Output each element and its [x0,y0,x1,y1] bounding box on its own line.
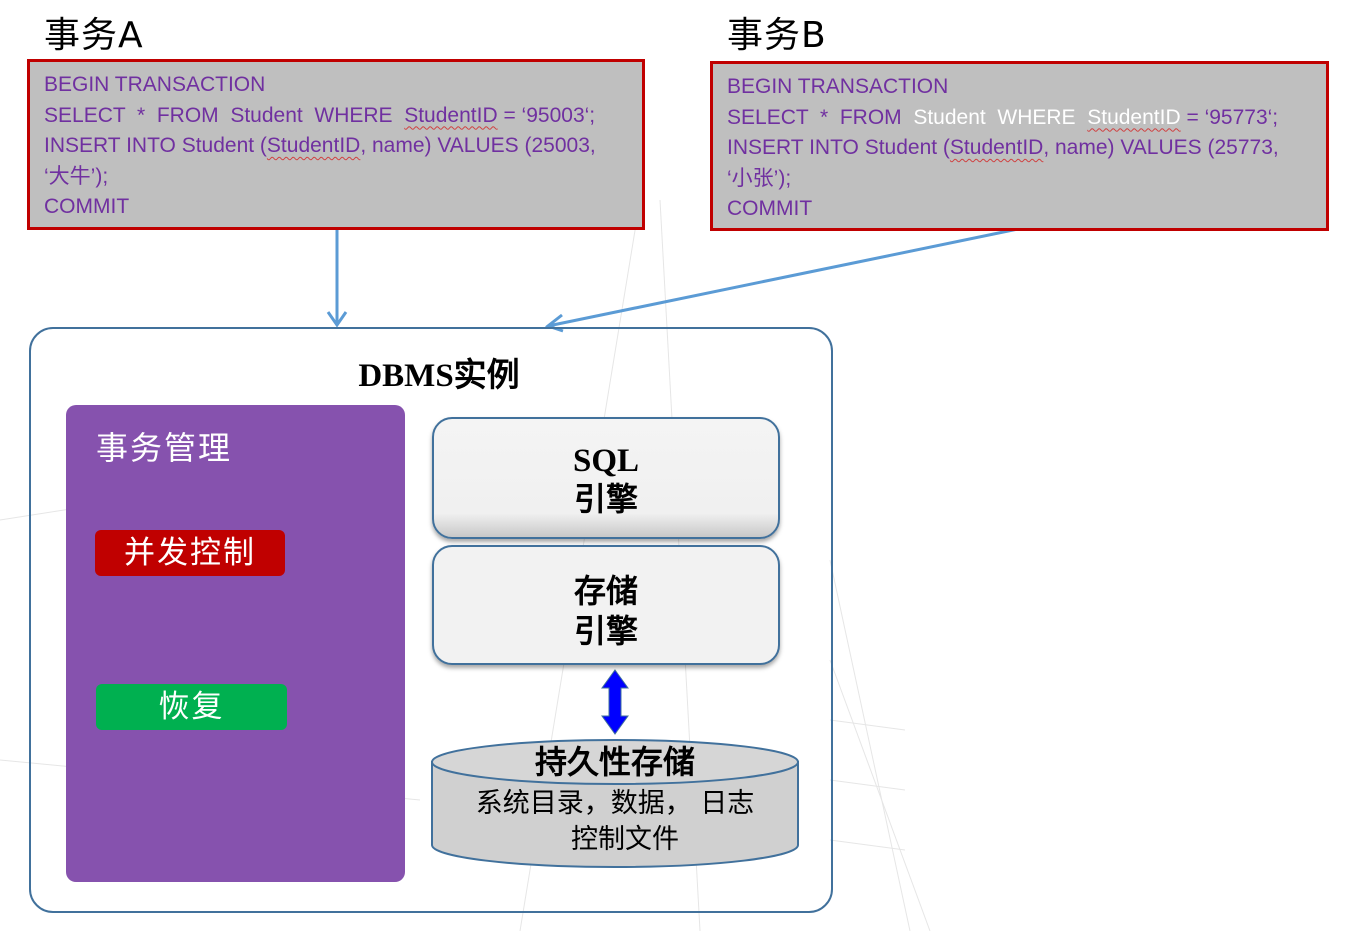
transaction-b-sql-box: BEGIN TRANSACTION SELECT * FROM Student … [710,61,1329,231]
transaction-management-panel [66,405,405,882]
persistent-storage-title: 持久性存储 [534,743,695,781]
arrow-transaction-b [544,227,1019,333]
sql-line: COMMIT [44,195,130,218]
sql-line: BEGIN TRANSACTION [727,75,949,98]
dbms-instance-title: DBMS实例 [358,358,520,394]
storage-engine-line1: 存储 [573,572,638,610]
sql-line: COMMIT [727,197,813,220]
sql-fragment: = ‘95003‘; [497,103,596,127]
transaction-a-sql-box: BEGIN TRANSACTION SELECT * FROM Student … [27,59,645,230]
concurrency-control-badge: 并发控制 [95,530,285,576]
sql-fragment: SELECT * FROM [727,105,914,129]
sql-line: INSERT INTO Student (StudentID, name) VA… [44,131,628,162]
sql-engine-line1: SQL [572,443,640,479]
arrow-transaction-a [326,230,348,328]
storage-engine-line2: 引擎 [573,612,638,650]
sql-fragment: INSERT INTO Student ( [44,134,267,157]
double-arrow-icon [601,669,629,735]
sql-line: ‘大牛’); [44,164,109,188]
persistent-storage-contents: 系统目录，数据， 日志 控制文件 [432,786,798,858]
transaction-management-label: 事务管理 [96,429,233,467]
persistent-storage-line1: 系统目录，数据， 日志 [475,788,755,819]
sql-line: INSERT INTO Student (StudentID, name) VA… [727,133,1312,164]
sql-engine-line2: 引擎 [573,480,638,518]
transaction-a-title: 事务A [44,15,144,56]
persistent-storage-cylinder [431,739,799,868]
sql-fragment: = ‘95773‘; [1180,105,1279,129]
sql-fragment: Student WHERE [913,105,1088,129]
storage-engine-box: 存储 引擎 [432,545,780,665]
recovery-badge: 恢复 [96,684,287,730]
sql-line: ‘小张’); [727,166,792,190]
sql-identifier: StudentID [266,134,361,157]
sql-identifier: StudentID [1087,105,1181,129]
sql-line: BEGIN TRANSACTION [44,73,266,96]
sql-identifier: StudentID [949,136,1044,159]
sql-line: SELECT * FROM Student WHERE StudentID = … [727,103,1312,134]
sql-fragment: INSERT INTO Student ( [727,136,950,159]
sql-identifier: StudentID [404,103,498,127]
sql-fragment: , name) VALUES (25003, [360,134,596,157]
dbms-instance-container [29,327,833,913]
persistent-storage-line2: 控制文件 [571,824,679,855]
sql-fragment: , name) VALUES (25773, [1043,136,1279,159]
sql-line: SELECT * FROM Student WHERE StudentID = … [44,101,628,132]
sql-fragment: SELECT * FROM Student WHERE [44,103,405,127]
sql-engine-box: SQL 引擎 [432,417,780,539]
transaction-b-title: 事务B [727,15,827,56]
